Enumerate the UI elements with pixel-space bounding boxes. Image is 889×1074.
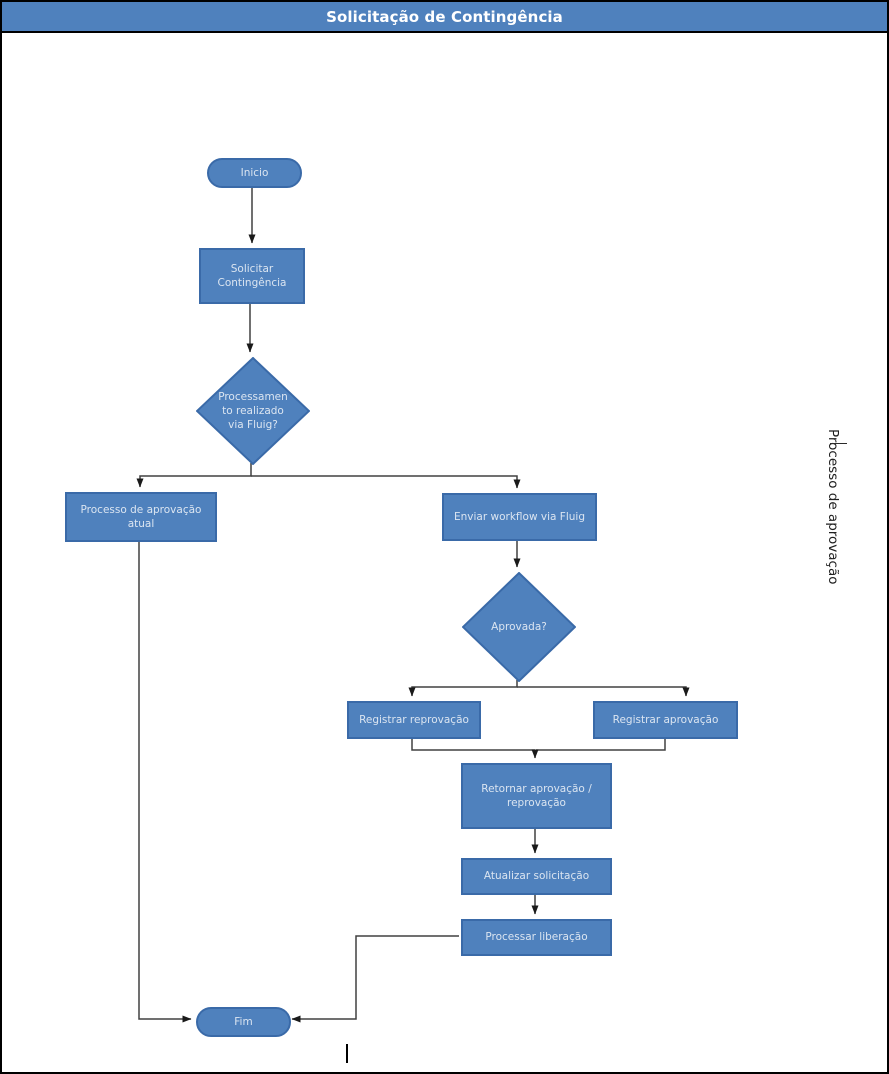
node-registrar-aprovacao[interactable]: Registrar aprovação (593, 701, 738, 739)
node-enviar-workflow-fluig[interactable]: Enviar workflow via Fluig (442, 493, 597, 541)
label-line: atual (127, 518, 155, 530)
label-line: Aprovada? (491, 620, 547, 633)
node-fim-label: Fim (234, 1015, 253, 1028)
node-atualizar-solicitacao[interactable]: Atualizar solicitação (461, 858, 612, 895)
node-registrar-aprovacao-label: Registrar aprovação (612, 713, 719, 726)
diagram-title-bar: Solicitação de Contingência (2, 2, 887, 33)
node-decisao-processamento-fluig[interactable]: Processamen to realizado via Fluig? (196, 357, 310, 465)
node-solicitar-contingencia-label: Solicitar Contingência (217, 262, 286, 290)
node-processar-liberacao-label: Processar liberação (485, 931, 588, 944)
node-retornar-label: Retornar aprovação / reprovação (481, 782, 591, 810)
node-registrar-reprovacao[interactable]: Registrar reprovação (347, 701, 481, 739)
label-line: via Fluig? (228, 419, 278, 432)
label-line: Processamen (218, 390, 288, 403)
node-decisao-processamento-label: Processamen to realizado via Fluig? (196, 357, 310, 465)
diagram-title: Solicitação de Contingência (326, 7, 563, 26)
node-processo-aprovacao-atual-label: Processo de aprovação atual (81, 503, 202, 531)
node-inicio-label: Inicio (240, 166, 269, 179)
node-processo-aprovacao-atual[interactable]: Processo de aprovação atual (65, 492, 217, 542)
connector-processo-atual-fim (138, 540, 192, 1023)
node-atualizar-solicitacao-label: Atualizar solicitação (483, 870, 590, 883)
label-line: Contingência (217, 277, 287, 289)
label-line: reprovação (506, 797, 566, 809)
diamond-shape (462, 572, 576, 682)
diamond-shape (196, 357, 310, 465)
lane-label-underline (830, 443, 847, 444)
text-cursor (346, 1044, 348, 1063)
connector-decisao-processo-atual (136, 463, 252, 488)
label-line: to realizado (222, 404, 284, 417)
node-processar-liberacao[interactable]: Processar liberação (461, 919, 612, 956)
node-decisao-aprovada[interactable]: Aprovada? (462, 572, 576, 682)
node-inicio[interactable]: Inicio (207, 158, 302, 188)
connector-aprovada-reprovacao (408, 680, 518, 697)
lane-label: Processo de aprovação (825, 429, 841, 585)
node-fim[interactable]: Fim (196, 1007, 291, 1037)
label-line: Solicitar (230, 262, 274, 275)
node-enviar-workflow-label: Enviar workflow via Fluig (454, 510, 585, 523)
label-line: Processo de aprovação (80, 503, 202, 516)
node-solicitar-contingencia[interactable]: Solicitar Contingência (199, 248, 305, 304)
connector-aprovada-aprovacao (517, 686, 690, 697)
node-decisao-aprovada-label: Aprovada? (462, 572, 576, 682)
label-line: Retornar aprovação / (481, 782, 592, 795)
connector-decisao-enviar-workflow (251, 475, 521, 489)
node-registrar-reprovacao-label: Registrar reprovação (359, 713, 469, 726)
connector-processar-fim (291, 935, 459, 1023)
node-retornar-aprovacao-reprovacao[interactable]: Retornar aprovação / reprovação (461, 763, 612, 829)
